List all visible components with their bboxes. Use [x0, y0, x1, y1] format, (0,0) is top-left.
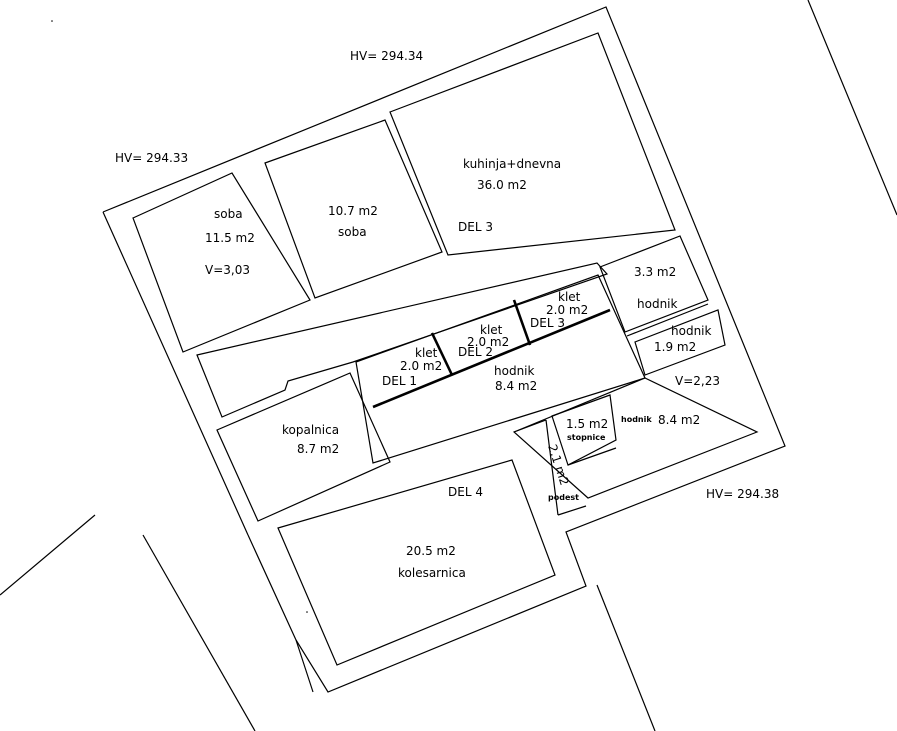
outer-wall — [102, 6, 786, 693]
elevation-right: HV= 294.38 — [706, 487, 779, 501]
room-klet-1-name: klet — [415, 346, 438, 360]
room-podest-name: podest — [548, 493, 579, 502]
elevation-top: HV= 294.34 — [350, 49, 423, 63]
partition-lines — [372, 299, 611, 409]
section-del-3-small: DEL 3 — [530, 316, 565, 330]
room-kolesarnica-name: kolesarnica — [398, 566, 466, 580]
room-klet-2-name: klet — [480, 323, 503, 337]
room-kolesarnica-area: 20.5 m2 — [406, 544, 456, 558]
section-del-2: DEL 2 — [458, 345, 493, 359]
room-hodnik-c-area: 8.4 m2 — [658, 413, 700, 427]
room-klet-2-area: 2.0 m2 — [467, 335, 509, 349]
room-hodnik-b-area: 1.9 m2 — [654, 340, 696, 354]
room-hodnik-a-name: hodnik — [637, 297, 678, 311]
room-kopalnica-area: 8.7 m2 — [297, 442, 339, 456]
room-hodnik-a-area: 3.3 m2 — [634, 265, 676, 279]
room-stopnice-area: 1.5 m2 — [566, 417, 608, 431]
room-kuhinja-area: 36.0 m2 — [477, 178, 527, 192]
room-klet-3-area: 2.0 m2 — [546, 303, 588, 317]
section-del-3: DEL 3 — [458, 220, 493, 234]
room-hodnik-b-name: hodnik — [671, 324, 712, 338]
room-height-2: V=2,23 — [675, 374, 720, 388]
room-soba-1-height: V=3,03 — [205, 263, 250, 277]
room-hodnik-c-name: hodnik — [621, 415, 652, 424]
room-soba-2-area: 10.7 m2 — [328, 204, 378, 218]
room-kopalnica-name: kopalnica — [282, 423, 339, 437]
section-del-1: DEL 1 — [382, 374, 417, 388]
room-hodnik-main-area: 8.4 m2 — [495, 379, 537, 393]
section-del-4: DEL 4 — [448, 485, 483, 499]
room-soba-1-name: soba — [214, 207, 243, 221]
room-soba-2-name: soba — [338, 225, 367, 239]
room-hodnik-main-name: hodnik — [494, 364, 535, 378]
elevation-left: HV= 294.33 — [115, 151, 188, 165]
room-walls — [132, 32, 759, 666]
room-klet-3-name: klet — [558, 290, 581, 304]
room-stopnice-name: stopnice — [567, 433, 606, 442]
room-soba-1-area: 11.5 m2 — [205, 231, 255, 245]
room-kuhinja-name: kuhinja+dnevna — [463, 157, 561, 171]
room-klet-1-area: 2.0 m2 — [400, 359, 442, 373]
